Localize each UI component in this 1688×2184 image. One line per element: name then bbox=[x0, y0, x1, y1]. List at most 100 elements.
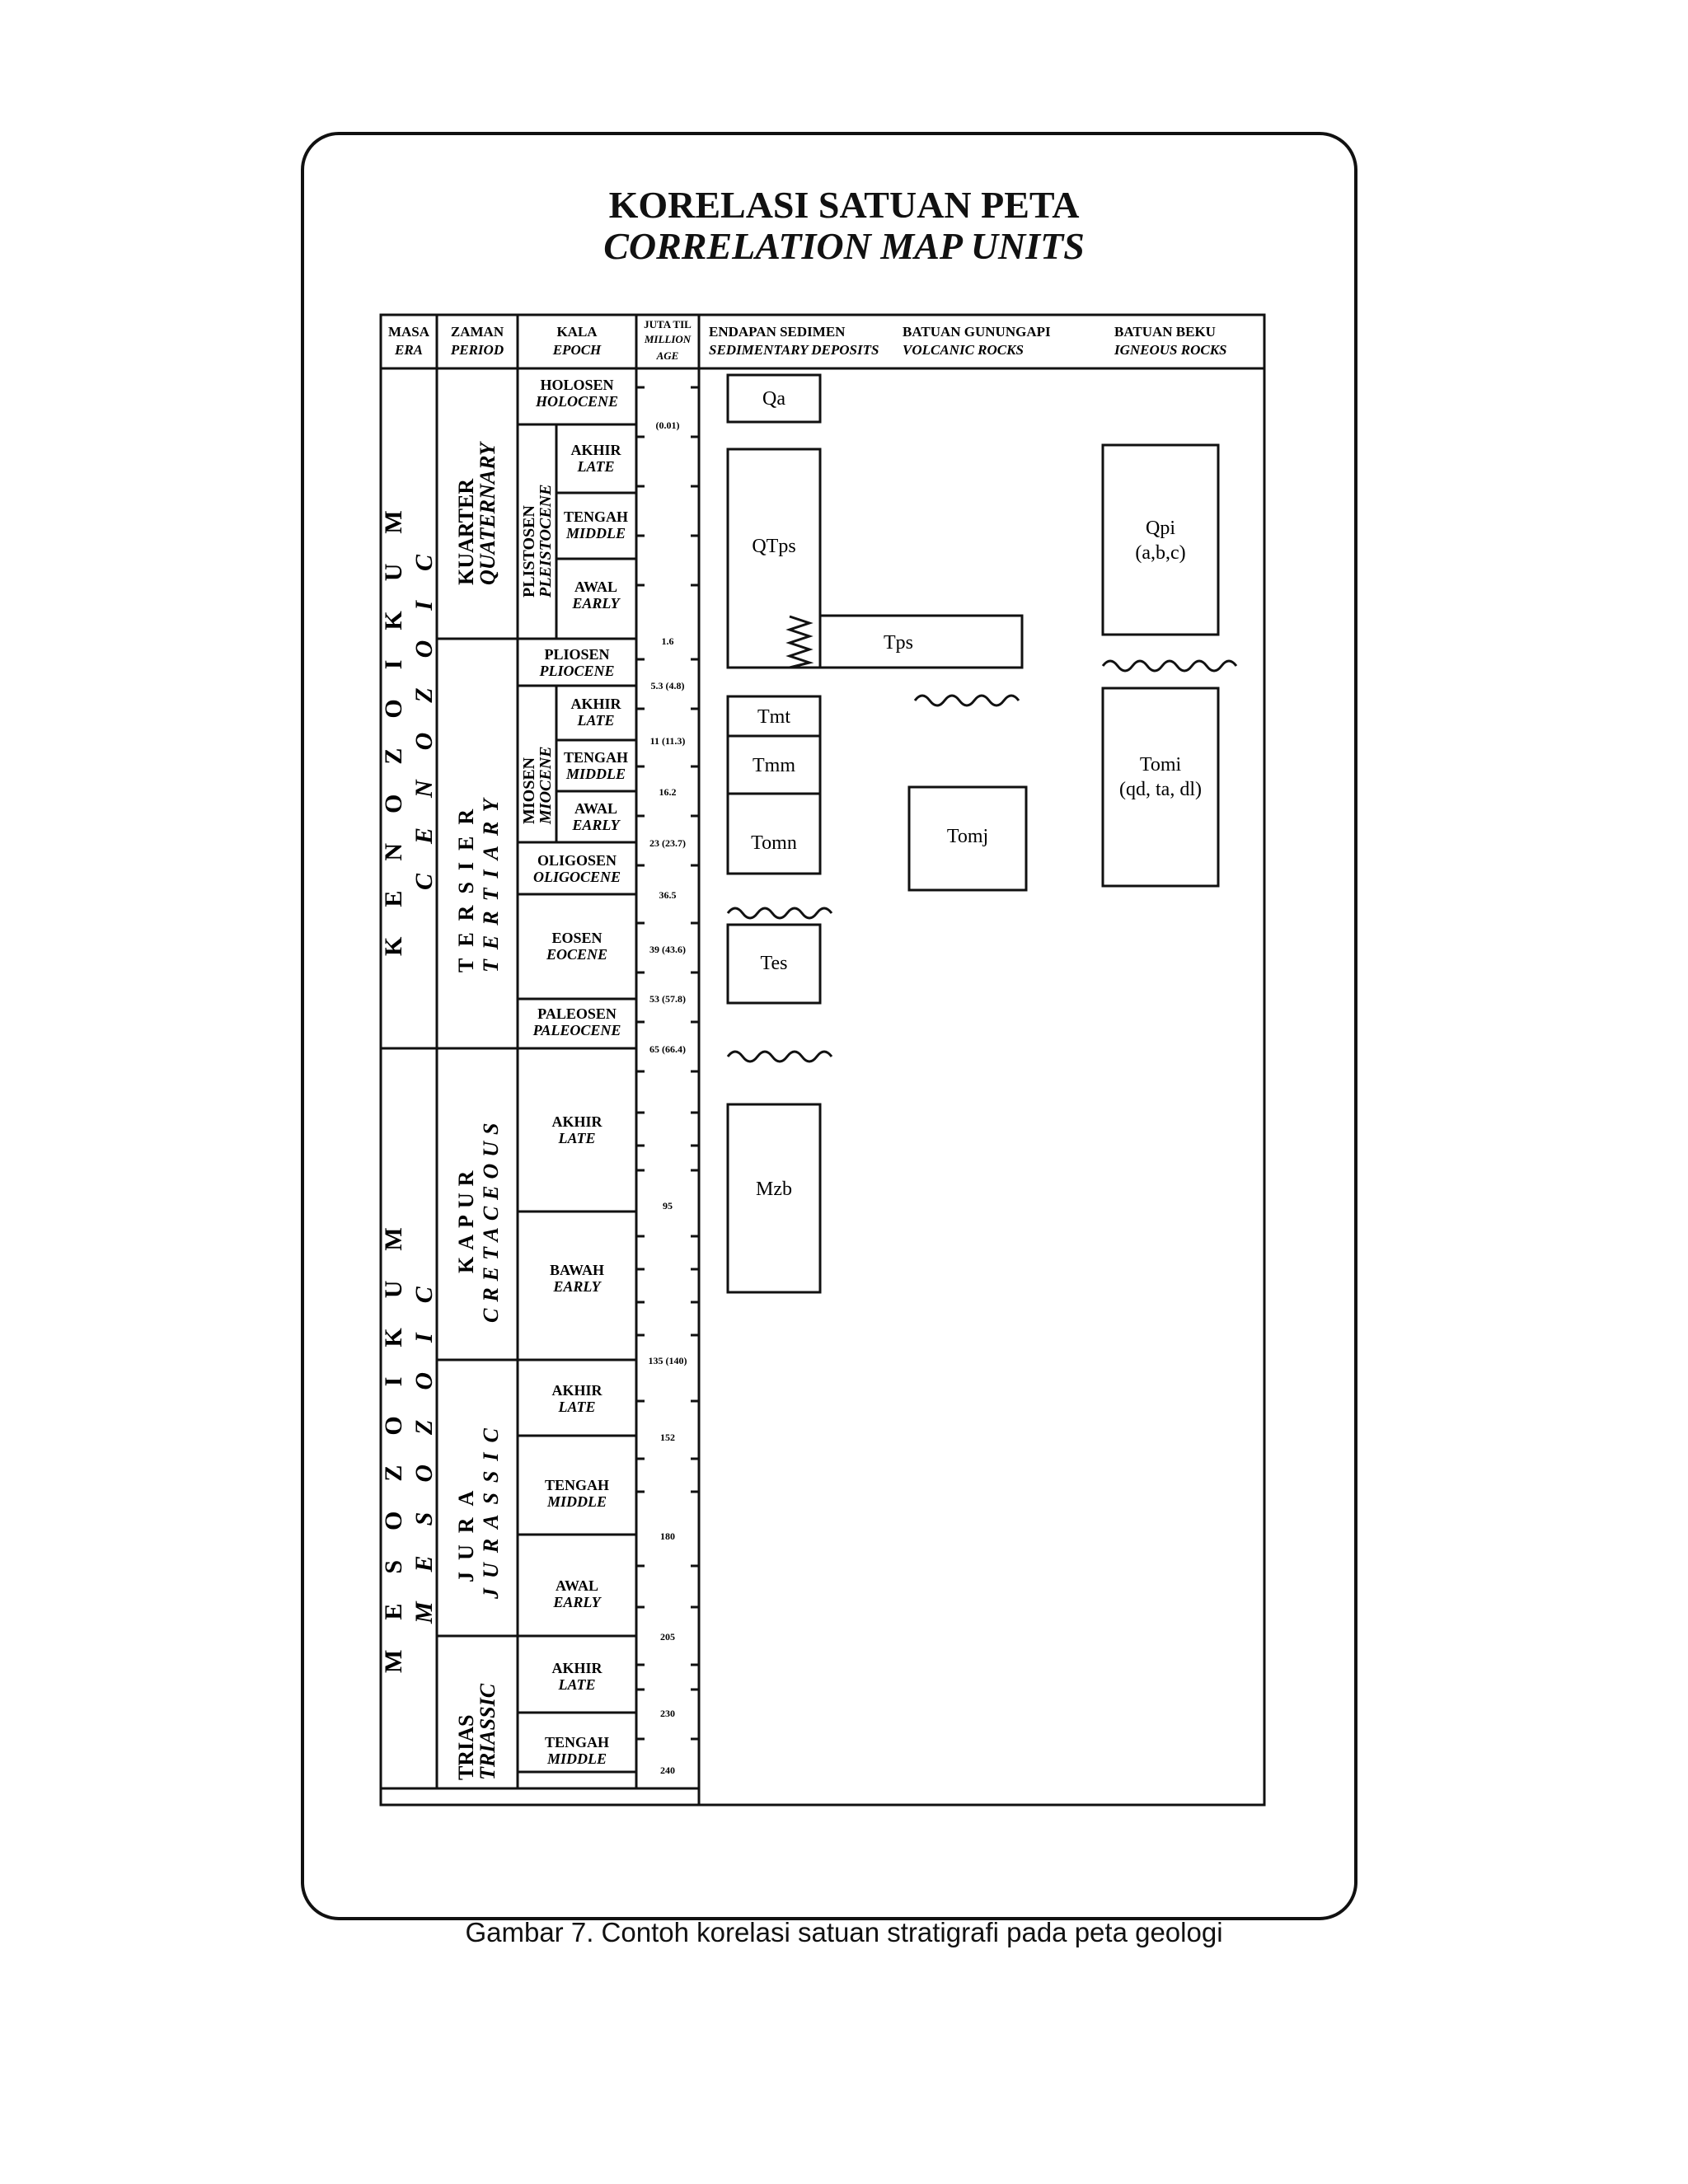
header-age: JUTA TIL bbox=[644, 318, 692, 330]
unit-box-tes bbox=[726, 923, 822, 1005]
era-kenozoikum: KENOZOIKUM bbox=[380, 480, 407, 956]
unconformity-line bbox=[913, 694, 1020, 707]
epoch-pleistocene-late-en: LATE bbox=[576, 458, 614, 475]
subepoch-pleistocene: PLEISTOCENE bbox=[537, 485, 555, 598]
epoch-triassic-middle: TENGAH bbox=[545, 1734, 609, 1750]
epoch-pleistocene-middle-en: MIDDLE bbox=[565, 525, 626, 541]
age-label: 230 bbox=[660, 1708, 675, 1719]
unit-label-tomi: Tomi bbox=[1140, 754, 1182, 776]
header-era: MASA bbox=[388, 324, 430, 340]
header-sedimentary: ENDAPAN SEDIMEN bbox=[709, 324, 846, 340]
unit-label-qpi: Qpi bbox=[1146, 518, 1175, 539]
epoch-triassic-late: AKHIR bbox=[551, 1660, 603, 1676]
age-label: 135 (140) bbox=[649, 1355, 687, 1366]
unconformity-line bbox=[726, 907, 833, 920]
age-label: 16.2 bbox=[659, 786, 677, 798]
epoch-jurassic-early-en: EARLY bbox=[552, 1594, 602, 1610]
era-mesozoikum: MESOZOIKUM bbox=[380, 1197, 407, 1673]
age-label: 240 bbox=[660, 1765, 675, 1776]
epoch-eocene: EOCENE bbox=[546, 946, 607, 963]
header-period-en: PERIOD bbox=[450, 342, 504, 358]
epoch-paleocene: PALEOCENE bbox=[532, 1022, 621, 1038]
age-label: 180 bbox=[660, 1530, 675, 1542]
epoch-jurassic-middle-en: MIDDLE bbox=[546, 1493, 607, 1510]
epoch-pleistocene-early-en: EARLY bbox=[571, 595, 621, 612]
era-mesozoic: MESOZOIC bbox=[410, 1257, 438, 1624]
epoch-pleistocene-middle: TENGAH bbox=[564, 509, 628, 525]
subepoch-miosen: MIOSEN bbox=[520, 757, 538, 824]
epoch-eosen: EOSEN bbox=[551, 930, 602, 946]
epoch-jurassic-late-en: LATE bbox=[557, 1399, 595, 1415]
figure-caption: Gambar 7. Contoh korelasi satuan stratig… bbox=[465, 1917, 1223, 1947]
period-trias: TRIAS bbox=[454, 1715, 478, 1780]
epoch-miocene-early-en: EARLY bbox=[571, 817, 621, 833]
header-igneous-en: IGNEOUS ROCKS bbox=[1114, 342, 1227, 358]
unit-label-tps: Tps bbox=[884, 632, 913, 654]
epoch-cretaceous-late: AKHIR bbox=[551, 1113, 603, 1130]
age-label: 1.6 bbox=[662, 635, 674, 647]
epoch-jurassic-late: AKHIR bbox=[551, 1382, 603, 1399]
epoch-pliosen: PLIOSEN bbox=[544, 646, 609, 663]
unit-label-qtps: QTps bbox=[752, 536, 795, 557]
unit-label-tmt: Tmt bbox=[757, 706, 790, 728]
period-jura: JURA bbox=[454, 1479, 478, 1582]
unit-box-tomn bbox=[726, 792, 822, 875]
unit-box-qpi bbox=[1101, 443, 1220, 636]
period-cretaceous: CRETACEOUS bbox=[479, 1116, 503, 1323]
header-age-en1: MILLION bbox=[644, 333, 692, 345]
age-label: 65 (66.4) bbox=[649, 1043, 686, 1055]
age-label: 95 bbox=[663, 1200, 673, 1212]
unit-box-qtps bbox=[726, 448, 1024, 669]
epoch-paleosen: PALEOSEN bbox=[537, 1005, 617, 1022]
epoch-pliocene: PLIOCENE bbox=[538, 663, 614, 679]
header-sedimentary-en: SEDIMENTARY DEPOSITS bbox=[709, 342, 879, 358]
epoch-jurassic-early: AWAL bbox=[556, 1577, 598, 1594]
unit-label-qpi-sub: (a,b,c) bbox=[1135, 542, 1185, 564]
epoch-jurassic-middle: TENGAH bbox=[545, 1477, 609, 1493]
header-era-en: ERA bbox=[394, 342, 423, 358]
age-label: 39 (43.6) bbox=[649, 944, 686, 955]
age-label: 53 (57.8) bbox=[649, 993, 686, 1005]
unit-box-tomi bbox=[1101, 687, 1220, 888]
figure-frame bbox=[301, 132, 1357, 1920]
epoch-miocene-middle: TENGAH bbox=[564, 749, 628, 766]
age-label: 5.3 (4.8) bbox=[651, 680, 685, 691]
epoch-oligosen: OLIGOSEN bbox=[537, 852, 617, 869]
age-label: (0.01) bbox=[656, 419, 680, 431]
unit-label-tes: Tes bbox=[761, 953, 788, 974]
epoch-pleistocene-early: AWAL bbox=[574, 579, 617, 595]
epoch-miocene-early: AWAL bbox=[574, 800, 617, 817]
epoch-cretaceous-late-en: LATE bbox=[557, 1130, 595, 1146]
subepoch-miocene: MIOCENE bbox=[537, 747, 555, 825]
header-volcanic: BATUAN GUNUNGAPI bbox=[903, 324, 1051, 340]
age-label: 23 (23.7) bbox=[649, 837, 686, 849]
unit-label-tomi-sub: (qd, ta, dl) bbox=[1119, 779, 1202, 800]
epoch-miocene-middle-en: MIDDLE bbox=[565, 766, 626, 782]
unit-label-tmm: Tmm bbox=[753, 755, 795, 776]
epoch-miocene-late-en: LATE bbox=[576, 712, 614, 729]
epoch-holosen: HOLOSEN bbox=[540, 377, 613, 393]
unit-box-tomj bbox=[907, 785, 1028, 892]
age-label: 36.5 bbox=[659, 889, 677, 901]
period-quaternary: QUATERNARY bbox=[476, 441, 499, 585]
period-triassic: TRIASSIC bbox=[476, 1683, 499, 1780]
period-tersier: TERSIER bbox=[454, 798, 478, 972]
epoch-cretaceous-early-en: EARLY bbox=[552, 1278, 602, 1295]
epoch-cretaceous-early: BAWAH bbox=[550, 1262, 604, 1278]
figure-title-english: CORRELATION MAP UNITS bbox=[603, 225, 1085, 267]
header-age-en2: AGE bbox=[656, 349, 679, 362]
unconformity-line bbox=[1101, 659, 1238, 673]
age-label: 205 bbox=[660, 1631, 675, 1643]
table-border bbox=[379, 313, 1266, 1807]
header-volcanic-en: VOLCANIC ROCKS bbox=[903, 342, 1024, 358]
period-tertiary: TERTIARY bbox=[479, 789, 503, 972]
age-label: 152 bbox=[660, 1432, 675, 1443]
epoch-triassic-middle-en: MIDDLE bbox=[546, 1750, 607, 1767]
period-kuarter: KUARTER bbox=[454, 479, 478, 585]
epoch-holocene: HOLOCENE bbox=[535, 393, 618, 410]
header-period: ZAMAN bbox=[451, 324, 504, 340]
age-label: 11 (11.3) bbox=[650, 735, 686, 747]
header-epoch: KALA bbox=[556, 324, 598, 340]
epoch-miocene-late: AKHIR bbox=[570, 696, 621, 712]
